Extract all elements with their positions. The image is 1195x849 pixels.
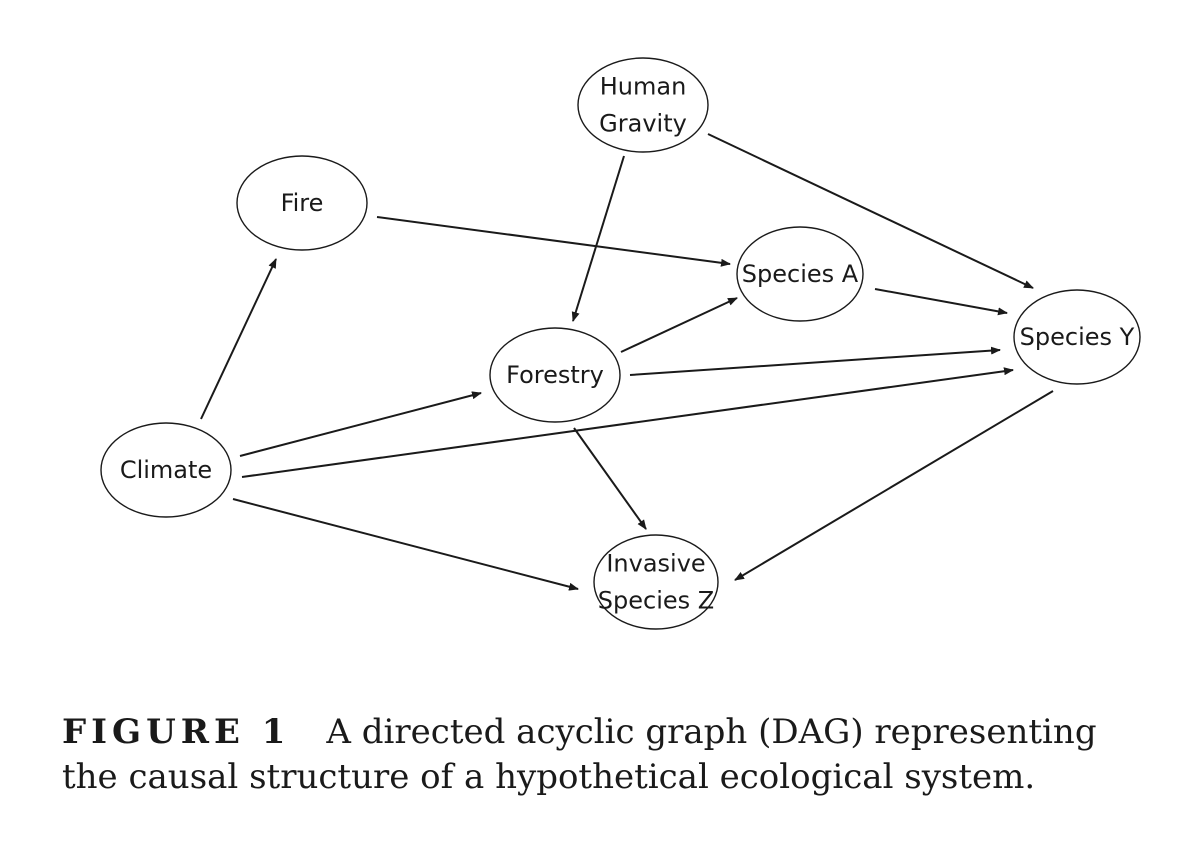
node-fire: Fire [236, 155, 368, 251]
edge-human-gravity-to-forestry [571, 155, 625, 322]
edge-species-a-to-species-y [874, 288, 1008, 316]
node-ellipse [593, 534, 719, 630]
caption-label: FIGURE 1 [62, 712, 291, 752]
node-species-y: Species Y [1013, 289, 1141, 385]
node-label: Climate [120, 456, 212, 484]
edge-climate-to-species-y [241, 367, 1014, 478]
node-ellipse [489, 327, 621, 423]
edges-layer [200, 133, 1054, 591]
node-species-a: Species A [736, 226, 864, 322]
node-label: Species Z [598, 587, 714, 615]
node-ellipse [236, 155, 368, 251]
node-ellipse [736, 226, 864, 322]
node-ellipse [1013, 289, 1141, 385]
edge-forestry-to-species-a [620, 297, 738, 353]
node-ellipse [100, 422, 232, 518]
node-label: Gravity [599, 110, 687, 138]
edge-forestry-to-invasive-species-z [573, 427, 647, 530]
edge-human-gravity-to-species-y [707, 133, 1034, 289]
node-label: Fire [281, 189, 324, 217]
edge-forestry-to-species-y [629, 346, 1001, 376]
edge-climate-to-forestry [239, 391, 482, 457]
edge-fire-to-species-a [376, 216, 731, 267]
node-forestry: Forestry [489, 327, 621, 423]
node-climate: Climate [100, 422, 232, 518]
node-label: Species A [742, 260, 859, 288]
edge-climate-to-invasive-species-z [232, 498, 579, 591]
node-label: Forestry [506, 361, 604, 389]
node-label: Invasive [606, 550, 705, 578]
node-label: Species Y [1020, 323, 1135, 351]
node-label: Human [600, 73, 687, 101]
edge-species-y-to-invasive-species-z [734, 390, 1054, 581]
caption-text: A directed acyclic graph (DAG) represent… [62, 712, 1097, 797]
node-ellipse [577, 57, 709, 153]
edge-climate-to-fire [200, 258, 277, 420]
